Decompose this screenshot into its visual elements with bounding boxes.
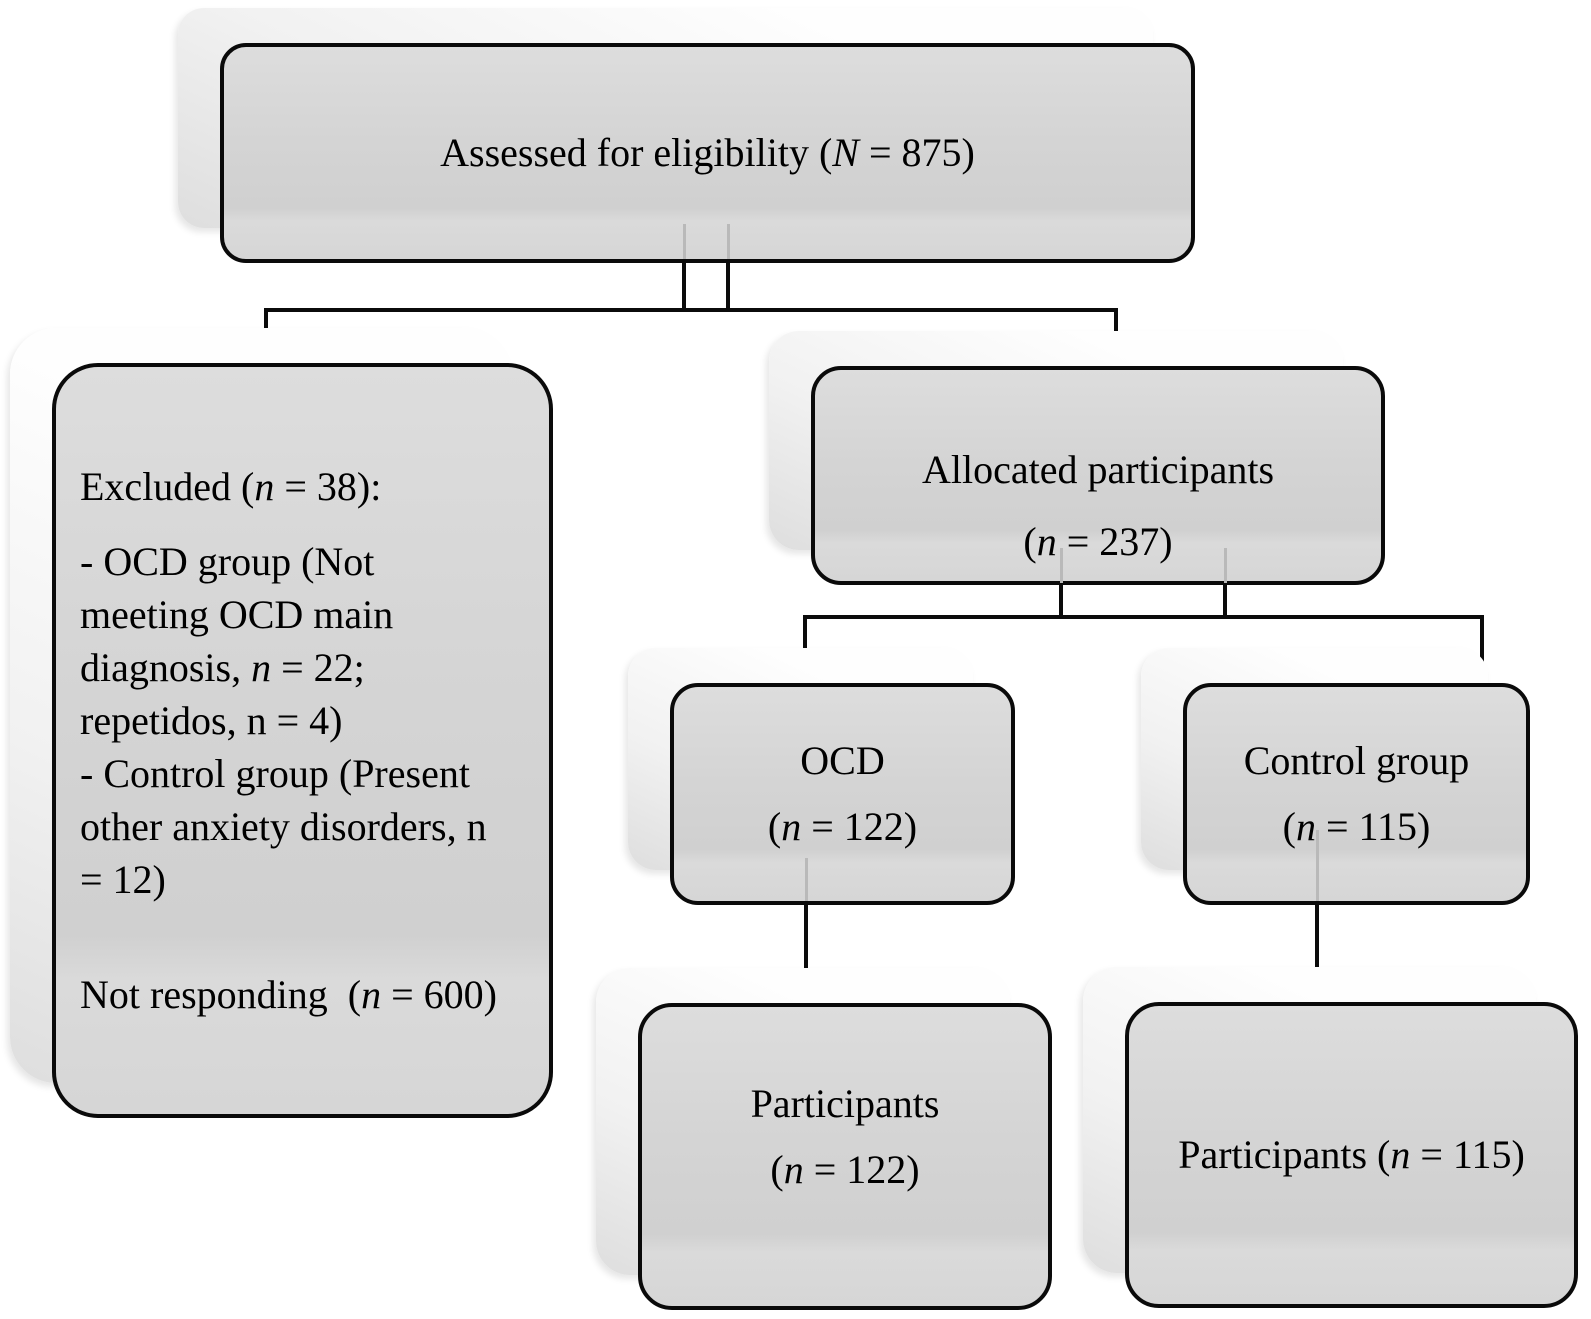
node-text: Participants (n = 122) [751,1071,940,1203]
text-line: Control group [1243,738,1470,783]
node-excluded: Excluded (n = 38): - OCD group (Not meetin… [10,328,553,1118]
connector-ghost [727,224,730,259]
connector-split-mid-horizontal [803,615,1484,619]
node-text: Assessed for eligibility (N = 875) [440,120,975,186]
connector-ghost [1316,830,1319,901]
node-text: Excluded (n = 38): - OCD group (Not meetin… [56,460,549,1021]
text-line: (n = 122) [767,804,918,849]
node-participants-ocd: Participants (n = 122) [596,968,1052,1310]
node-ocd-group: OCD (n = 122) [628,648,1015,905]
text-line: - Control group (Present [80,751,470,796]
node-assessed-for-eligibility: Assessed for eligibility (N = 875) [178,8,1195,263]
connector-allocated-drop-left [1059,584,1063,619]
node-control-group: Control group (n = 115) [1141,648,1530,905]
text-line: Not responding (n = 600) [80,972,497,1017]
text-line: Allocated participants [921,446,1275,492]
connector-ghost [683,224,686,259]
node-participants-control: Participants (n = 115) [1083,967,1578,1308]
text-line: diagnosis, n = 22; [80,645,365,690]
text-line: Assessed for eligibility (N = 875) [440,130,975,175]
node-text: Control group (n = 115) [1244,728,1470,860]
node-allocated-participants: Allocated participants (n = 237) [769,331,1385,585]
text-line: Participants [750,1080,940,1126]
text-line: Participants (n = 115) [1178,1132,1525,1177]
connector-ghost [1224,548,1227,583]
text-line: meeting OCD main [80,592,394,637]
node-box: OCD (n = 122) [670,683,1015,905]
text-line: - OCD group (Not [80,539,375,584]
text-line: OCD [800,738,885,783]
node-box: Control group (n = 115) [1183,683,1530,905]
connector-ghost [805,858,808,901]
node-text: OCD (n = 122) [768,728,917,860]
connector-allocated-drop-right [1223,584,1227,619]
text-line: (n = 237) [1023,518,1173,564]
connector-control-to-participants [1315,900,1319,973]
connector-ghost [1060,548,1063,583]
text-line: Excluded (n = 38): [80,464,382,509]
node-text: Participants (n = 115) [1178,1122,1525,1188]
text-line: (n = 122) [770,1146,920,1192]
text-line: (n = 115) [1282,804,1431,849]
node-box: Assessed for eligibility (N = 875) [220,43,1195,263]
connector-assessed-drop-left [682,258,686,312]
node-box: Participants (n = 122) [638,1003,1052,1310]
connector-split-top-horizontal [264,308,1118,312]
connector-ocd-to-participants [804,900,808,973]
text-line: other anxiety disorders, n [80,804,487,849]
connector-assessed-drop-right [726,258,730,312]
text-line: repetidos, n = 4) [80,698,343,743]
text-line [80,906,535,968]
text-line: = 12) [80,857,166,902]
node-box: Excluded (n = 38): - OCD group (Not meetin… [52,363,553,1118]
node-text: Allocated participants (n = 237) [922,434,1274,578]
node-box: Allocated participants (n = 237) [811,366,1385,585]
node-box: Participants (n = 115) [1125,1002,1578,1308]
connector-to-control [1480,615,1484,693]
